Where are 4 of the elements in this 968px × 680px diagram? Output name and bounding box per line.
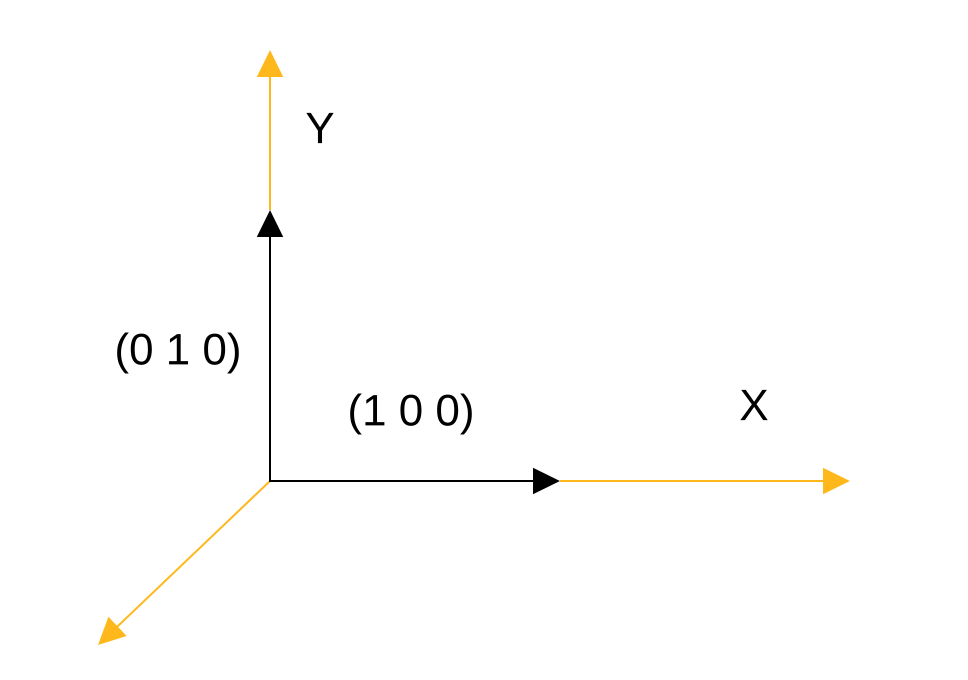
axis-label: Y xyxy=(306,112,334,144)
axis-label: X xyxy=(740,390,768,420)
vector-label: (0 1 0) xyxy=(117,332,239,374)
vector-label: (1 0 0) xyxy=(350,394,472,434)
